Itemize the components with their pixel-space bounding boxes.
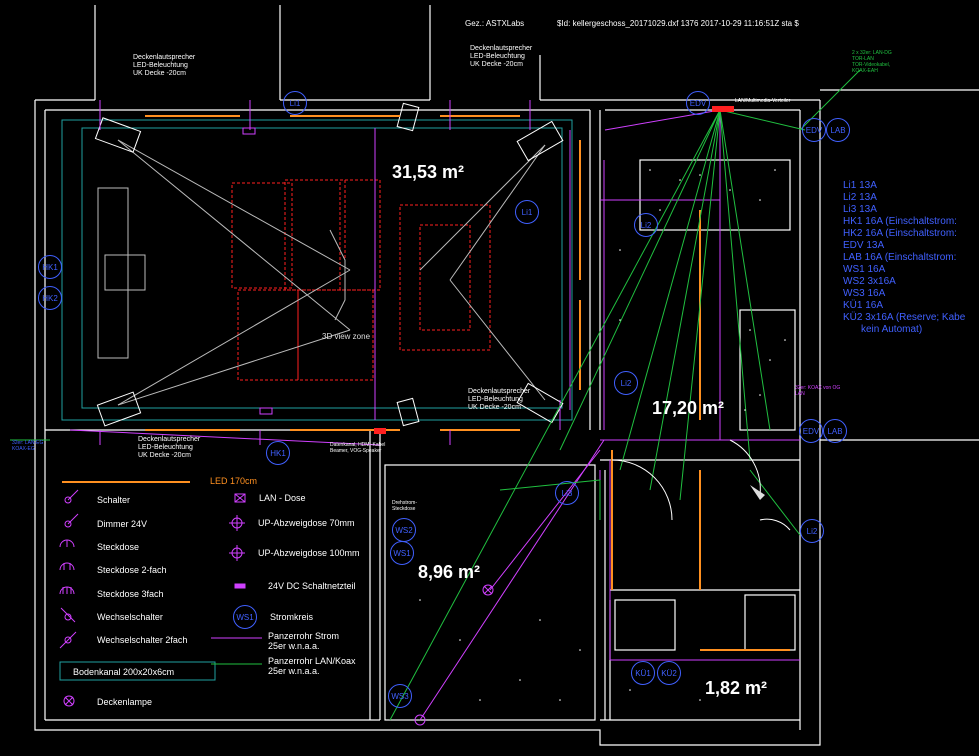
circuit-hk2-left: HK2 xyxy=(38,286,62,310)
view-zone-label: 3D view zone xyxy=(322,332,371,341)
legend-lan-dose: LAN - Dose xyxy=(259,493,306,503)
legend-deckenlampe: Deckenlampe xyxy=(97,697,153,707)
lan-socket-icons xyxy=(234,127,273,589)
circuit-list-item: LAB 16A (Einschaltstrom: xyxy=(843,252,957,263)
circuit-li2-right: Li2 xyxy=(800,519,824,543)
legend-led: LED 170cm xyxy=(210,476,258,486)
ceiling-lamps xyxy=(63,584,494,726)
legend-steckdose: Steckdose xyxy=(97,542,140,552)
legend-wechselschalter: Wechselschalter xyxy=(97,612,163,622)
circuit-list-item: WS3 16A xyxy=(843,288,886,299)
legend-steckdose-2fach: Steckdose 2-fach xyxy=(97,565,167,575)
circuit-list-item: KÜ1 16A xyxy=(843,300,884,311)
legend-bodenkanal-rect xyxy=(59,661,216,681)
circuit-edv-right: EDV xyxy=(802,118,826,142)
circuit-list-item: HK1 16A (Einschaltstrom: xyxy=(843,216,957,227)
door-marker xyxy=(750,485,765,500)
circuit-list: Li1 13A Li2 13A Li3 13A HK1 16A (Einscha… xyxy=(843,180,965,336)
circuit-lab-right: LAB xyxy=(826,118,850,142)
circuit-li3: Li3 xyxy=(555,481,579,505)
circuit-li1-top: Li1 xyxy=(283,91,307,115)
circuit-list-item: WS1 16A xyxy=(843,264,886,275)
circuit-list-item: Li3 13A xyxy=(843,204,877,215)
circuit-hk1-left: HK1 xyxy=(38,255,62,279)
file-id: $Id: kellergeschoss_20171029.dxf 1376 20… xyxy=(557,19,799,28)
legend-stromkreis-circle: WS1 xyxy=(233,605,257,629)
legend-up70: UP-Abzweigdose 70mm xyxy=(258,518,355,528)
circuit-li1-mid: Li1 xyxy=(515,200,539,224)
circuit-edv-mid: EDV xyxy=(799,419,823,443)
legend-netzteil: 24V DC Schaltnetzteil xyxy=(268,581,356,591)
circuit-list-item: KÜ2 3x16A (Reserve; Kabe xyxy=(843,312,966,323)
circuit-list-item: EDV 13A xyxy=(843,240,885,251)
circuit-ws3: WS3 xyxy=(388,684,412,708)
door-arcs xyxy=(611,439,791,531)
circuit-li2-mid: Li2 xyxy=(614,371,638,395)
lan-lines xyxy=(10,69,861,721)
legend-up100: UP-Abzweigdose 100mm xyxy=(258,548,360,558)
circuit-ku2: KÜ2 xyxy=(657,661,681,685)
circuit-ku1: KÜ1 xyxy=(631,661,655,685)
room-area-main: 31,53 m² xyxy=(392,162,465,182)
legend-wechselschalter-2fach: Wechselschalter 2fach xyxy=(97,635,188,645)
legend-bodenkanal: Bodenkanal 200x20x6cm xyxy=(73,667,175,677)
room-area-right: 17,20 m² xyxy=(652,398,725,418)
duct-frame xyxy=(59,119,573,681)
drehstrom-label: Drehstrom-Steckdose xyxy=(392,500,418,512)
legend-schalter: Schalter xyxy=(97,495,131,505)
circuit-li2-top: Li2 xyxy=(634,213,658,237)
circuit-list-item: Li1 13A xyxy=(843,180,877,191)
drawn-by: Gez.: ASTXLabs xyxy=(465,19,525,28)
room-area-small: 8,96 m² xyxy=(418,562,481,582)
legend-steckdose-3fach: Steckdose 3fach xyxy=(97,589,164,599)
multimedia-label: LAN/Multimedia-Verteiler xyxy=(735,98,791,104)
led-strips xyxy=(62,115,790,651)
legend-stromkreis: Stromkreis xyxy=(270,612,314,622)
room-area-tiny: 1,82 m² xyxy=(705,678,768,698)
circuit-list-item: Li2 13A xyxy=(843,192,877,203)
view-zone-lines xyxy=(97,139,546,406)
circuit-edv-top: EDV xyxy=(686,91,710,115)
circuit-hk1-bottom: HK1 xyxy=(266,441,290,465)
outer-wall xyxy=(34,100,821,746)
legend-strom-line xyxy=(60,607,76,623)
circuit-list-item: kein Automat) xyxy=(861,324,923,335)
legend-dimmer: Dimmer 24V xyxy=(97,519,148,529)
furniture xyxy=(231,179,491,381)
dot-texture xyxy=(419,169,786,701)
circuit-ws1: WS1 xyxy=(390,541,414,565)
circuit-ws2: WS2 xyxy=(392,518,416,542)
speaker-boxes xyxy=(94,102,564,427)
circuit-list-item: HK2 16A (Einschaltstrom: xyxy=(843,228,957,239)
multimedia-box xyxy=(712,106,734,112)
datenkanal-box xyxy=(374,428,386,434)
legend-symbols xyxy=(59,489,245,649)
circuit-list-item: WS2 3x16A xyxy=(843,276,896,287)
circuit-lab-mid: LAB xyxy=(823,419,847,443)
